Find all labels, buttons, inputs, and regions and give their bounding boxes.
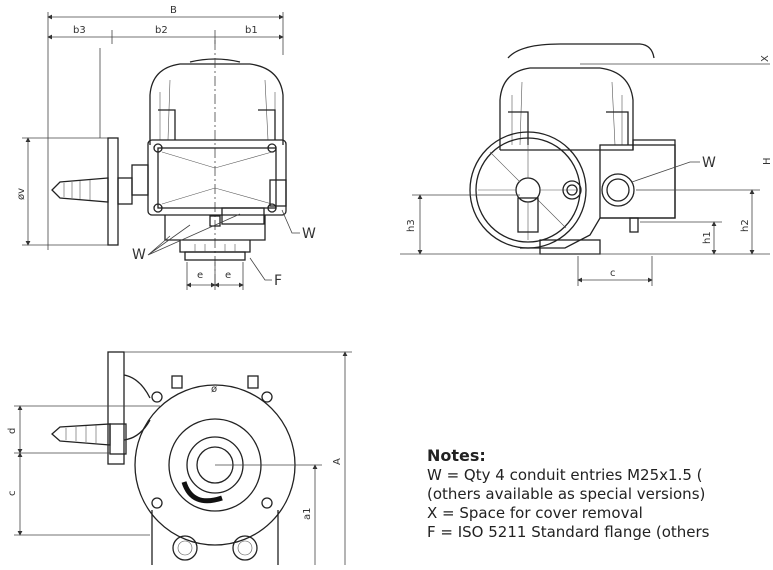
dim-b2: b2 [155,25,168,36]
callout-W-side: W [702,155,716,171]
notes-block: Notes: W = Qty 4 conduit entries M25x1.5… [427,446,773,542]
side-view: X H W h3 h1 h2 [400,43,773,286]
dim-h1: h1 [702,231,713,244]
dim-c-top: c [7,491,18,497]
callout-W-right: W [302,226,316,242]
dim-A: A [332,458,343,465]
note-line: F = ISO 5211 Standard flange (others [427,523,710,541]
dim-H: H [762,157,773,165]
note-line: W = Qty 4 conduit entries M25x1.5 ( [427,466,703,484]
dim-B: B [170,5,177,16]
front-view: B b3 b2 b1 øv [16,5,316,290]
callout-F: F [274,273,282,289]
dim-b3: b3 [73,25,86,36]
top-view: ø d c A a1 [7,351,352,565]
dim-a1: a1 [302,508,313,521]
dim-b1: b1 [245,25,258,36]
dim-o: ø [211,384,217,395]
dim-X: X [760,55,771,62]
notes-title: Notes: [427,446,486,465]
dim-ov: øv [16,188,27,200]
note-line: X = Space for cover removal [427,504,643,522]
callout-W-front: W [132,247,146,263]
note-line: (others available as special versions) [427,485,706,503]
dim-d: d [7,428,18,434]
dim-c-side: c [610,268,616,279]
dim-h2: h2 [740,219,751,232]
dim-e-right: e [225,270,231,281]
dim-h3: h3 [406,219,417,232]
dim-e-left: e [197,270,203,281]
